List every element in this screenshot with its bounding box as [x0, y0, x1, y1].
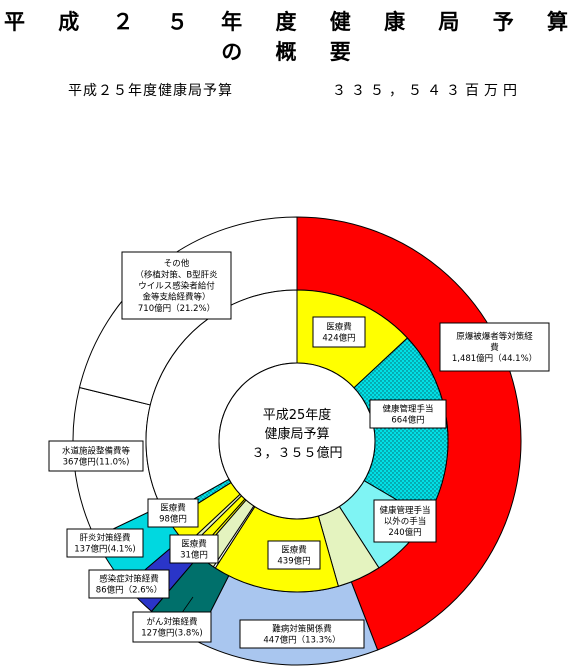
outer-label-5-line-0: 水道施設整備費等 [62, 445, 131, 456]
page-title: 平 成 ２ ５ 年 度 健 康 局 予 算 の 概 要 [3, 10, 582, 64]
outer-label-2-box [132, 611, 212, 643]
outer-label-6-line-1: （移植対策、B型肝炎 [135, 269, 218, 280]
outer-label-0-line-2: 1,481億円（44.1%） [452, 353, 537, 364]
inner-label-8-box [169, 534, 219, 564]
outer-label-4-box [66, 528, 144, 558]
inner-label-4-line-1: 439億円 [277, 556, 310, 567]
outer-label-4-line-1: 137億円(4.1%) [74, 544, 135, 555]
outer-label-3-line-1: 86億円（2.6%） [96, 585, 162, 596]
inner-label-2-line-1: 以外の手当 [384, 516, 427, 527]
inner-label-10-line-1: 98億円 [159, 514, 187, 525]
inner-label-1-box [369, 399, 447, 429]
inner-label-4-box [267, 540, 321, 570]
inner-label-0-line-0: 医療費 [326, 321, 352, 332]
outer-label-0-line-0: 原爆被爆者等対策経 [456, 331, 533, 342]
inner-label-10-line-0: 医療費 [160, 502, 186, 513]
center-label-line-2: ３，３５５億円 [251, 445, 342, 461]
inner-label-4-line-0: 医療費 [281, 544, 307, 555]
center-label-line-1: 健康局予算 [264, 426, 329, 442]
outer-label-5-box [48, 440, 144, 472]
outer-label-6: その他（移植対策、B型肝炎ウイルス感染者給付金等支給経費等）710億円（21.2… [121, 251, 232, 320]
outer-label-3-line-0: 感染症対策経費 [99, 573, 159, 584]
inner-label-1-line-1: 664億円 [391, 415, 424, 426]
outer-label-6-line-4: 710億円（21.2%） [138, 303, 215, 314]
outer-label-6-line-2: ウイルス感染者給付 [138, 281, 215, 292]
inner-label-0-box [312, 316, 366, 348]
outer-label-5-line-1: 367億円(11.0%) [63, 457, 130, 468]
outer-label-1-box [239, 619, 365, 649]
budget-summary: 平成２５年度健康局予算 ３３５，５４３百万円 [68, 80, 517, 100]
inner-label-8-line-0: 医療費 [181, 538, 207, 549]
outer-label-2-line-0: がん対策経費 [146, 616, 198, 627]
inner-label-2-line-2: 240億円 [388, 527, 421, 538]
inner-label-10-box [147, 498, 199, 528]
outer-label-6-box [121, 251, 232, 320]
inner-label-8-line-1: 31億円 [180, 550, 208, 561]
outer-label-0-box [439, 322, 550, 372]
inner-label-2-line-0: 健康管理手当 [379, 505, 430, 516]
inner-label-0-line-1: 424億円 [322, 333, 355, 344]
inner-label-2-box [373, 499, 437, 543]
center-label-line-0: 平成25年度 [263, 407, 332, 423]
outer-label-4-line-0: 肝炎対策経費 [79, 532, 131, 543]
inner-label-1-line-0: 健康管理手当 [382, 403, 433, 414]
budget-amount: ３３５，５４３百万円 [332, 83, 522, 99]
center-label: 平成25年度健康局予算 ３，３５５億円 [251, 407, 342, 461]
outer-label-1-line-1: 447億円（13.3%） [263, 635, 340, 646]
outer-label-1-line-0: 難病対策関係費 [272, 623, 332, 634]
outer-label-6-line-3: 金等支給経費等） [142, 292, 210, 303]
outer-label-6-line-0: その他 [164, 258, 190, 269]
outer-label-2-line-1: 127億円(3.8%) [141, 628, 202, 639]
outer-label-3-box [88, 569, 170, 599]
budget-label: 平成２５年度健康局予算 [68, 83, 233, 99]
outer-label-0-line-1: 費 [490, 342, 499, 353]
center-hole [218, 362, 376, 520]
